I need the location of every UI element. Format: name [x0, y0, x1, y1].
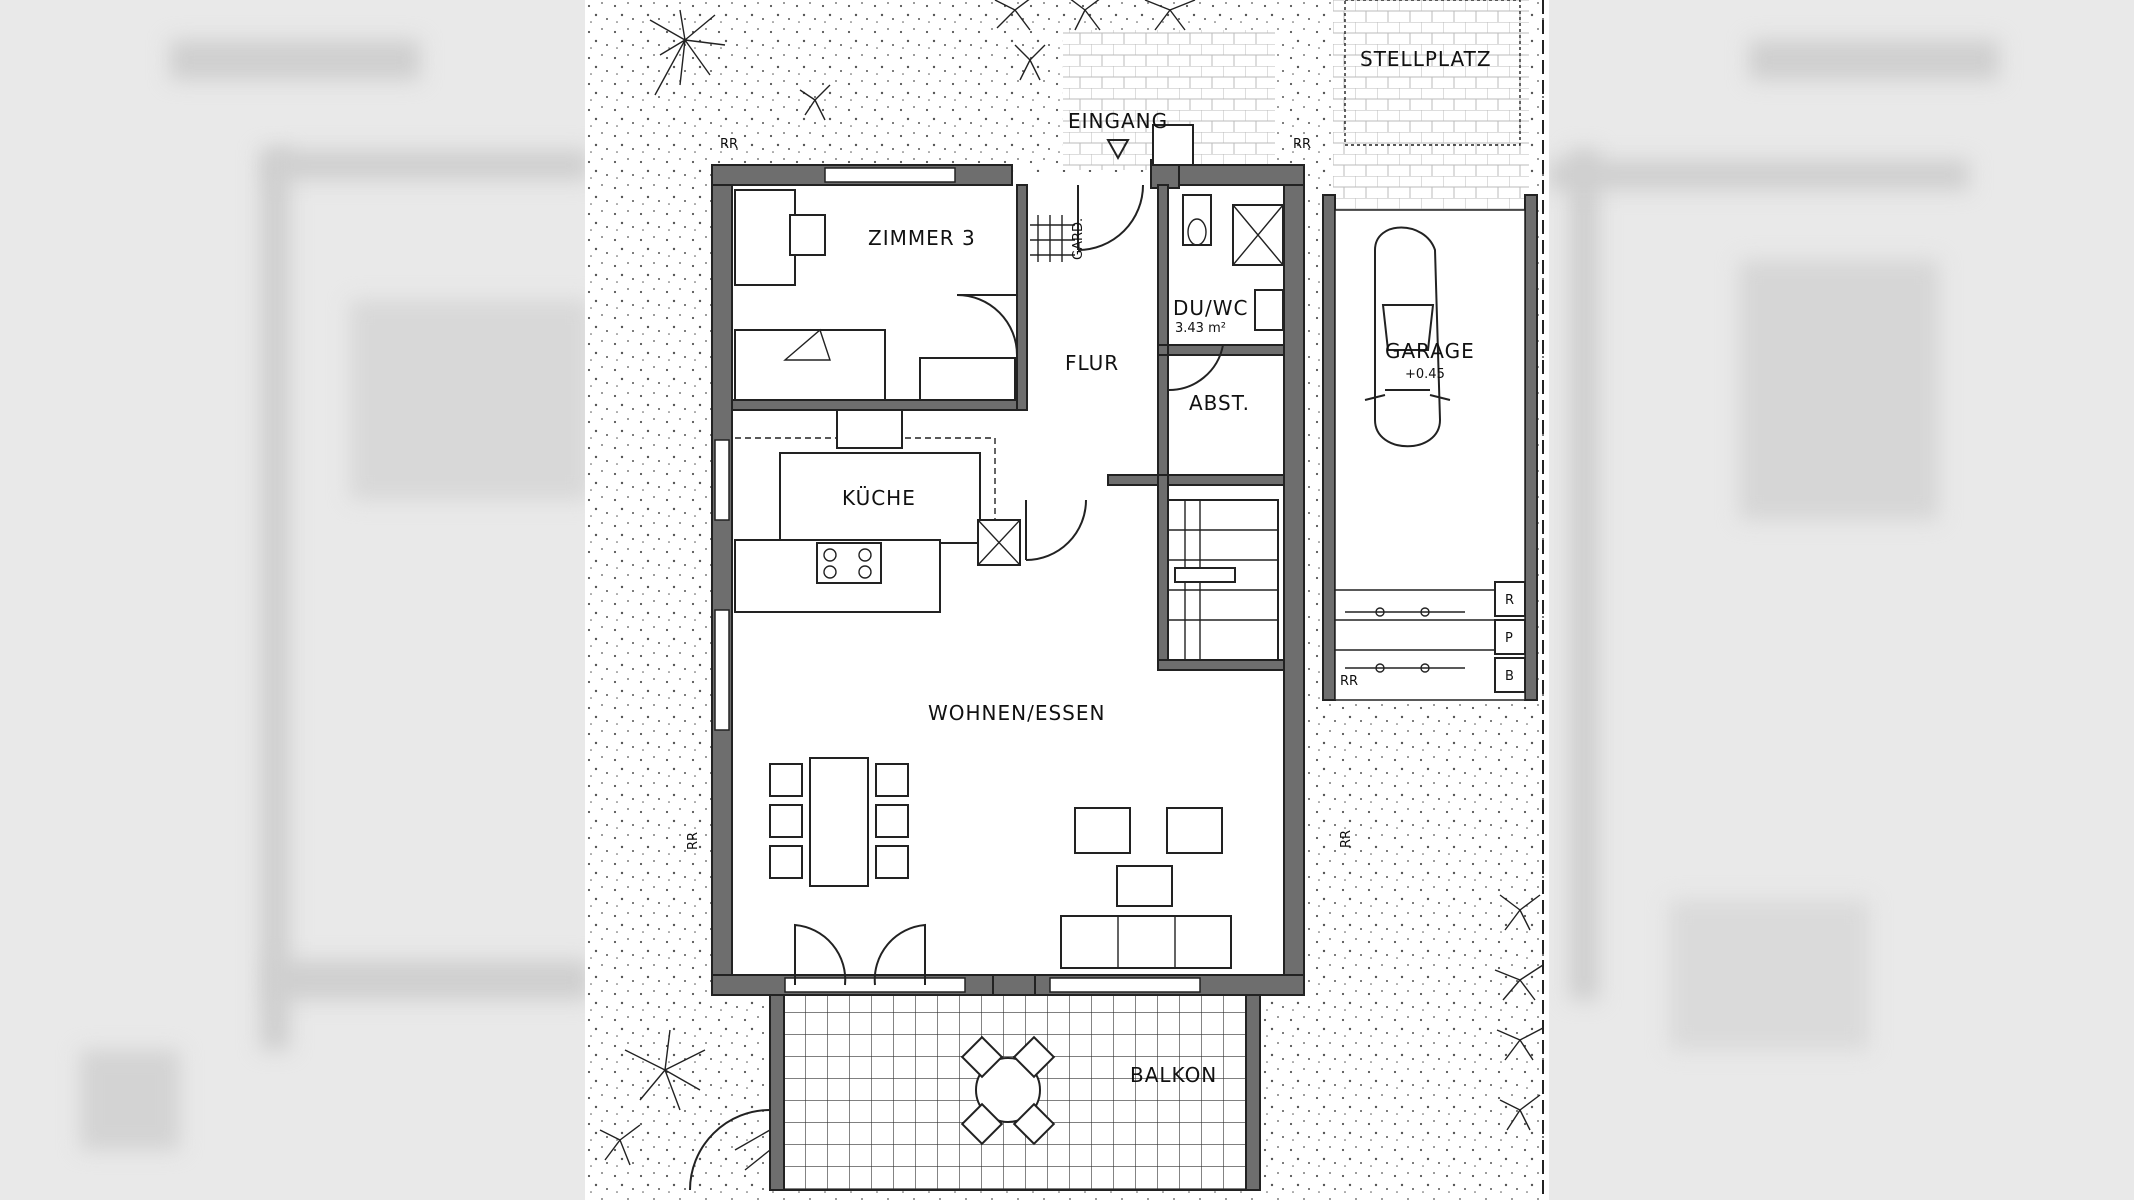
label-rr-3: RR — [686, 832, 701, 850]
staircase — [1167, 499, 1279, 661]
label-stellplatz: STELLPLATZ — [1360, 47, 1492, 71]
label-garage-level: +0.45 — [1405, 367, 1445, 382]
lounge-set — [1060, 807, 1232, 969]
tree-top-left — [649, 9, 831, 121]
label-zimmer3: ZIMMER 3 — [868, 226, 976, 250]
shrubs-right — [1494, 894, 1544, 1131]
label-gard: GARD. — [1071, 218, 1086, 260]
doors — [794, 184, 1224, 986]
label-bin-b: B — [1505, 669, 1514, 684]
label-duwc-area: 3.43 m² — [1175, 321, 1226, 336]
label-bin-p: P — [1505, 631, 1513, 646]
label-rr-1: RR — [720, 137, 738, 152]
label-bin-r: R — [1505, 593, 1514, 608]
label-rr-5: RR — [1340, 674, 1358, 689]
label-balkon: BALKON — [1130, 1063, 1217, 1087]
entrance-marker — [1106, 124, 1194, 166]
stellplatz-outline — [1344, 0, 1521, 146]
label-wohnen-essen: WOHNEN/ESSEN — [928, 701, 1105, 725]
label-kueche: KÜCHE — [842, 486, 916, 510]
car — [1364, 226, 1451, 448]
label-duwc: DU/WC — [1173, 296, 1249, 320]
label-rr-4: RR — [1339, 830, 1354, 848]
bathroom-fixtures — [1182, 194, 1284, 331]
label-rr-2: RR — [1293, 137, 1311, 152]
floor-plan: STELLPLATZ EINGANG ZIMMER 3 GARD. DU/WC … — [585, 0, 1549, 1200]
blurred-background-left — [0, 0, 585, 1200]
windows — [714, 167, 1201, 993]
shrubs-top — [994, 0, 1196, 81]
dining-set — [769, 757, 909, 887]
kitchen-furniture — [734, 409, 1021, 613]
label-garage: GARAGE — [1385, 339, 1475, 363]
bike-storage — [1335, 581, 1526, 693]
zimmer3-furniture — [734, 189, 1016, 401]
balcony — [689, 994, 1261, 1191]
blurred-background-right — [1549, 0, 2134, 1200]
wardrobe-hooks — [1030, 215, 1075, 262]
label-abst: ABST. — [1189, 391, 1250, 415]
stellplatz-paving — [1333, 0, 1529, 210]
label-flur: FLUR — [1065, 351, 1119, 375]
label-eingang: EINGANG — [1068, 109, 1168, 133]
tree-bottom-left — [599, 1029, 706, 1166]
